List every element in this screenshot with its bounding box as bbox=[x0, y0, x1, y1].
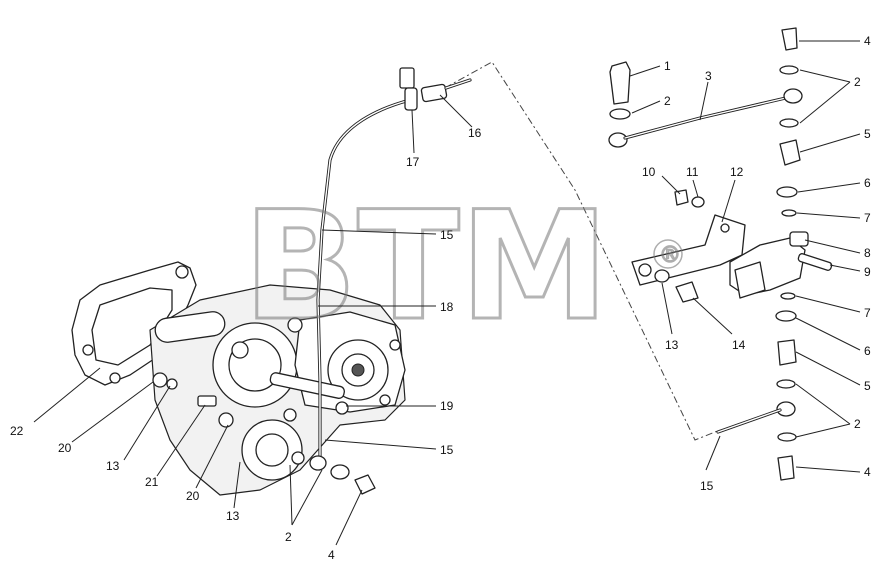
bolt-4-bottom bbox=[777, 455, 795, 481]
callout-12: 12 bbox=[730, 165, 744, 179]
callout-9: 9 bbox=[864, 265, 871, 279]
callout-1: 1 bbox=[664, 59, 671, 73]
callout-15: 15 bbox=[700, 479, 714, 493]
watermark-text: BTM bbox=[243, 180, 609, 354]
callout-7: 7 bbox=[864, 306, 871, 320]
adapter-5-bottom bbox=[777, 339, 797, 366]
callout-4: 4 bbox=[328, 548, 335, 562]
callout-2: 2 bbox=[854, 417, 861, 431]
watermark-symbol: ® bbox=[659, 243, 681, 268]
bottom-washers bbox=[309, 455, 376, 495]
callout-13: 13 bbox=[226, 509, 240, 523]
callout-11: 11 bbox=[686, 165, 699, 179]
pipe-fitting bbox=[420, 83, 448, 103]
adapter-5-top bbox=[779, 139, 801, 166]
callout-7: 7 bbox=[864, 211, 871, 225]
callout-6: 6 bbox=[864, 176, 871, 190]
callout-22: 22 bbox=[10, 424, 24, 438]
callout-4: 4 bbox=[864, 465, 871, 479]
callout-5: 5 bbox=[864, 379, 871, 393]
callout-21: 21 bbox=[145, 475, 159, 489]
callout-18: 18 bbox=[440, 300, 454, 314]
callout-14: 14 bbox=[732, 338, 746, 352]
callout-13: 13 bbox=[665, 338, 679, 352]
bolt-4-top bbox=[781, 27, 798, 51]
callout-10: 10 bbox=[642, 165, 656, 179]
callout-15: 15 bbox=[440, 228, 454, 242]
callout-19: 19 bbox=[440, 399, 454, 413]
callout-labels: 1 2 3 4 2 5 6 7 8 9 7 6 5 2 4 10 11 12 1… bbox=[10, 34, 871, 562]
washer-11 bbox=[691, 196, 705, 208]
callout-15: 15 bbox=[440, 443, 454, 457]
washer-2 bbox=[609, 108, 631, 120]
leader-lines bbox=[33, 40, 861, 546]
callout-2: 2 bbox=[854, 75, 861, 89]
callout-16: 16 bbox=[468, 126, 482, 140]
callout-5: 5 bbox=[864, 127, 871, 141]
washer-13-right bbox=[654, 269, 670, 283]
callout-2: 2 bbox=[664, 94, 671, 108]
btm-watermark: BTM ® bbox=[242, 179, 683, 356]
assembly-path-line bbox=[431, 61, 721, 441]
callout-4: 4 bbox=[864, 34, 871, 48]
callout-20: 20 bbox=[186, 489, 200, 503]
callout-2: 2 bbox=[285, 530, 292, 544]
callout-20: 20 bbox=[58, 441, 72, 455]
callout-17: 17 bbox=[406, 155, 420, 169]
pump-housing bbox=[149, 284, 406, 496]
callout-6: 6 bbox=[864, 344, 871, 358]
gasket bbox=[71, 261, 197, 386]
pipe-assembly-right-top bbox=[608, 27, 803, 217]
valve-bracket-assembly bbox=[631, 189, 833, 303]
pipe-clip bbox=[399, 67, 415, 89]
banjo-bolt bbox=[354, 474, 376, 495]
callout-3: 3 bbox=[705, 69, 712, 83]
callout-8: 8 bbox=[864, 246, 871, 260]
nut-10 bbox=[674, 189, 689, 206]
pipe-assembly-right-bottom bbox=[716, 292, 797, 481]
callout-13: 13 bbox=[106, 459, 120, 473]
bolt-14 bbox=[675, 281, 699, 303]
bolt-1 bbox=[609, 61, 631, 105]
